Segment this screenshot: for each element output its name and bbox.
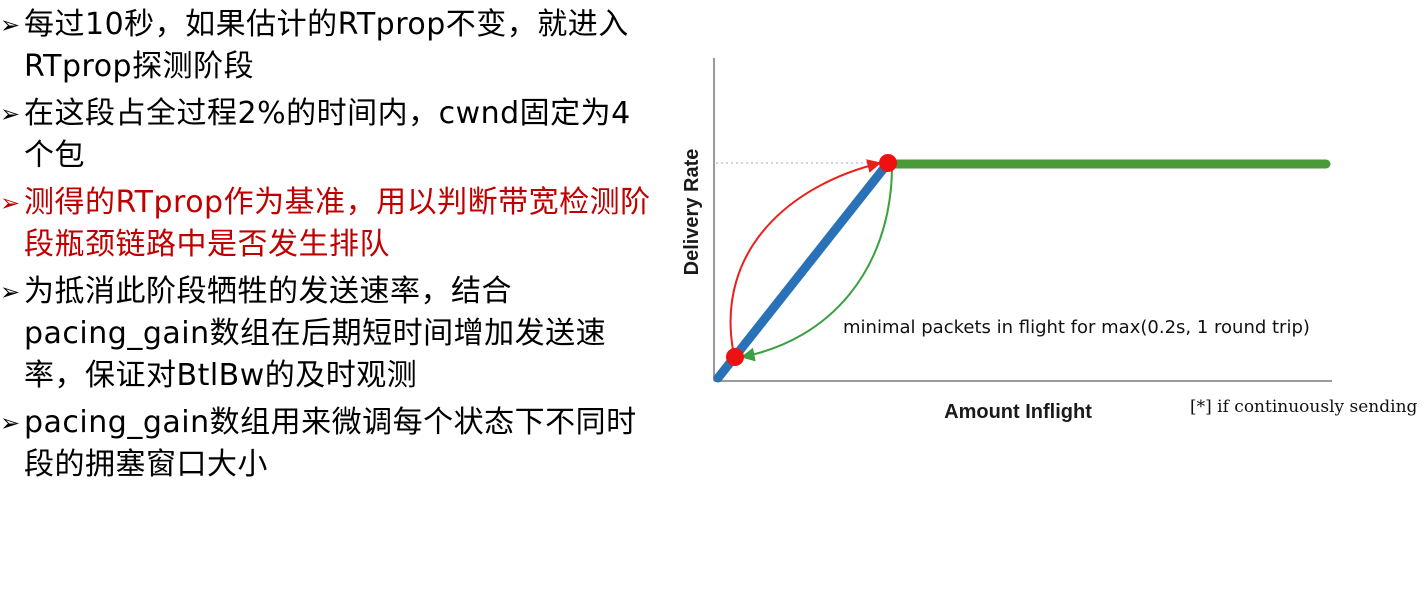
x-axis-title: Amount Inflight [944, 401, 1092, 423]
knee-point [879, 154, 897, 172]
bullet-item: ➢ pacing_gain数组用来微调每个状态下不同时段的拥塞窗口大小 [0, 402, 660, 486]
footnote-text: [*] if continuously sending [1190, 397, 1418, 417]
bullet-text: 测得的RTprop作为基准，用以判断带宽检测阶段瓶颈链路中是否发生排队 [24, 185, 651, 262]
y-axis-title: Delivery Rate [681, 149, 703, 276]
bullet-item: ➢ 在这段占全过程2%的时间内，cwnd固定为4个包 [0, 93, 660, 177]
green-arc-arrow [740, 169, 893, 362]
arrow-bullet-icon: ➢ [0, 278, 21, 306]
arrow-bullet-icon: ➢ [0, 11, 21, 39]
bullet-list: ➢ 每过10秒，如果估计的RTprop不变，就进入RTprop探测阶段 ➢ 在这… [0, 4, 660, 491]
bullet-text: 每过10秒，如果估计的RTprop不变，就进入RTprop探测阶段 [24, 7, 629, 84]
red-arc-arrow [729, 159, 882, 351]
bullet-item: ➢ 每过10秒，如果估计的RTprop不变，就进入RTprop探测阶段 [0, 4, 660, 88]
arrow-bullet-icon: ➢ [0, 189, 21, 217]
arrow-bullet-icon: ➢ [0, 409, 21, 437]
bullet-text: 为抵消此阶段牺牲的发送速率，结合pacing_gain数组在后期短时间增加发送速… [24, 274, 607, 393]
bullet-item-highlighted: ➢ 测得的RTprop作为基准，用以判断带宽检测阶段瓶颈链路中是否发生排队 [0, 182, 660, 266]
start-point [726, 348, 744, 366]
bullet-item: ➢ 为抵消此阶段牺牲的发送速率，结合pacing_gain数组在后期短时间增加发… [0, 271, 660, 397]
ramp-line [713, 158, 893, 383]
bullet-text: 在这段占全过程2%的时间内，cwnd固定为4个包 [24, 96, 631, 173]
annotation-text: minimal packets in flight for max(0.2s, … [843, 317, 1310, 338]
arrow-bullet-icon: ➢ [0, 100, 21, 128]
bullet-text: pacing_gain数组用来微调每个状态下不同时段的拥塞窗口大小 [24, 405, 637, 482]
